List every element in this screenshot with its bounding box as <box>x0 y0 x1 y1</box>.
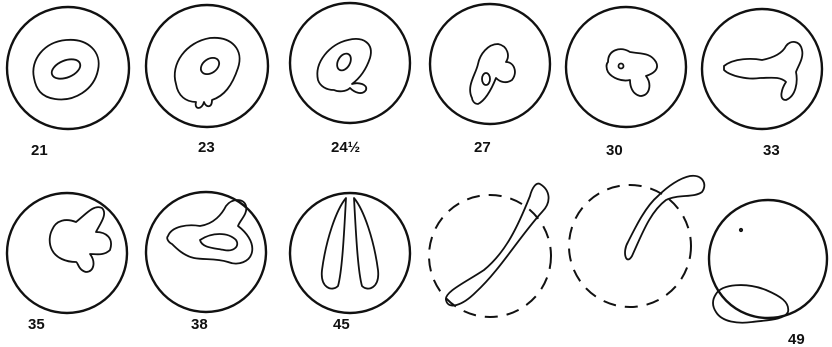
panel-label: 45 <box>333 316 350 333</box>
figure-eight-contour <box>625 176 704 260</box>
outer-contour <box>607 49 658 96</box>
panel-label: 23 <box>198 139 215 156</box>
dot-mark <box>740 229 742 231</box>
panel-circle <box>146 192 266 312</box>
panel-label: 24½ <box>331 139 360 156</box>
panel-24-half: 24½ <box>290 3 410 156</box>
dashed-circle <box>429 195 551 317</box>
panel-circle <box>702 9 822 129</box>
panel-label: 35 <box>28 316 45 333</box>
panel-label: 33 <box>763 142 780 159</box>
inner-contour <box>334 51 353 73</box>
dashed-circle <box>569 185 691 307</box>
panel-unlabeled-a <box>429 184 551 317</box>
right-fold-contour <box>354 198 378 289</box>
panel-label: 30 <box>606 142 623 159</box>
inner-contour <box>198 55 222 78</box>
panel-30: 30 <box>566 7 686 159</box>
panel-circle <box>146 5 268 127</box>
outer-contour <box>175 38 240 108</box>
outer-contour <box>167 200 252 264</box>
outer-contour <box>33 40 98 100</box>
panel-23: 23 <box>146 5 268 156</box>
panel-label: 27 <box>474 139 491 156</box>
panel-circle <box>566 7 686 127</box>
panel-circle <box>709 200 827 318</box>
outer-contour <box>724 42 802 100</box>
panel-27: 27 <box>430 4 550 156</box>
panel-21: 21 <box>7 7 129 159</box>
left-fold-contour <box>322 198 346 289</box>
panel-label: 21 <box>31 142 48 159</box>
inner-contour <box>482 73 490 85</box>
panel-circle <box>430 4 550 124</box>
outer-contour <box>317 39 371 93</box>
panel-45: 45 <box>290 193 410 333</box>
panel-label: 49 <box>788 331 805 347</box>
panel-38: 38 <box>146 192 266 333</box>
panel-35: 35 <box>7 193 127 333</box>
panel-circle <box>290 193 410 313</box>
inner-contour <box>200 234 237 250</box>
panel-49: 49 <box>709 200 827 347</box>
panel-33: 33 <box>702 9 822 159</box>
inner-contour <box>49 55 83 82</box>
panel-unlabeled-b <box>569 176 704 307</box>
outer-contour <box>470 44 515 104</box>
panel-label: 38 <box>191 316 208 333</box>
figure-eight-contour <box>446 184 549 306</box>
panel-circle <box>7 193 127 313</box>
outer-contour <box>50 207 111 272</box>
inner-contour <box>619 64 624 69</box>
panel-circle <box>7 7 129 129</box>
